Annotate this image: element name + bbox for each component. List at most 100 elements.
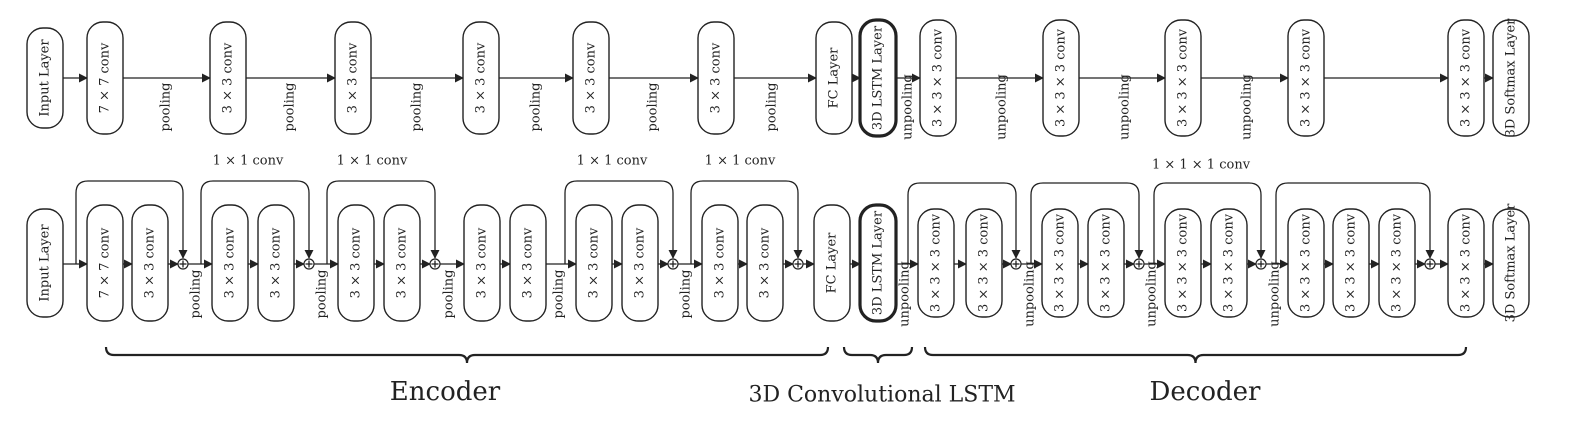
r2-unpooling-5: unpooling bbox=[898, 261, 913, 327]
r1-conv3x3-3 bbox=[462, 21, 500, 135]
r1-unpooling-8: unpooling bbox=[1118, 74, 1133, 140]
r2-conv333-9-label: 3 × 3 × 3 conv bbox=[1390, 213, 1405, 312]
r2-conv3x3-1 bbox=[131, 204, 169, 322]
layers bbox=[26, 18, 1530, 323]
r1-pooling-1: pooling bbox=[283, 83, 298, 132]
r1-conv333-4-label: 3 × 3 × 3 conv bbox=[1299, 28, 1314, 127]
r2-unpooling-6: unpooling bbox=[1023, 261, 1038, 327]
r2-conv1x1-label-1: 1 × 1 conv bbox=[337, 154, 408, 169]
r2-skip-0 bbox=[75, 180, 188, 264]
r2-unpooling-8: unpooling bbox=[1268, 261, 1283, 327]
r2-skip-4 bbox=[690, 180, 803, 264]
r2-conv3x3-11-label: 3 × 3 conv bbox=[758, 227, 773, 298]
r2-lstm-layer-label: 3D LSTM Layer bbox=[871, 210, 886, 315]
r1-conv333-1-label: 3 × 3 × 3 conv bbox=[931, 28, 946, 127]
r1-conv333-1 bbox=[919, 19, 957, 137]
r2-conv333-8 bbox=[1332, 208, 1370, 318]
r1-conv3x3-3-label: 3 × 3 conv bbox=[474, 42, 489, 113]
r2-conv3x3-8-label: 3 × 3 conv bbox=[587, 227, 602, 298]
r2-skip-1 bbox=[200, 180, 314, 264]
r2-add-4 bbox=[667, 258, 679, 270]
r2-add-6 bbox=[1010, 258, 1022, 270]
r2-conv333-2 bbox=[965, 208, 1003, 318]
r2-conv3x3-5-label: 3 × 3 conv bbox=[395, 227, 410, 298]
r1-unpooling-7: unpooling bbox=[995, 74, 1010, 140]
r2-skip-5 bbox=[907, 182, 1021, 264]
r2-conv333-6-label: 3 × 3 × 3 conv bbox=[1222, 213, 1237, 312]
r2-conv333-4 bbox=[1087, 208, 1125, 318]
r2-skip-3 bbox=[564, 180, 678, 264]
r2-conv3x3-10-label: 3 × 3 conv bbox=[713, 227, 728, 298]
r2-conv333-4-label: 3 × 3 × 3 conv bbox=[1099, 213, 1114, 312]
r1-softmax-layer-label: 3D Softmax Layer bbox=[1504, 18, 1519, 138]
r1-conv333-2-label: 3 × 3 × 3 conv bbox=[1054, 28, 1069, 127]
r1-conv3x3-1 bbox=[209, 21, 247, 135]
r2-conv1x1-label-0: 1 × 1 conv bbox=[213, 154, 284, 169]
r1-lstm-layer-label: 3D LSTM Layer bbox=[871, 25, 886, 130]
r2-conv7x7-label: 7 × 7 conv bbox=[98, 227, 113, 298]
r2-pooling-0: pooling bbox=[189, 270, 204, 319]
r1-conv3x3-2 bbox=[334, 21, 372, 135]
r2-pooling-1: pooling bbox=[315, 270, 330, 319]
r1-conv7x7-label: 7 × 7 conv bbox=[98, 42, 113, 113]
r2-pooling-2: pooling bbox=[442, 270, 457, 319]
encoder-brace bbox=[104, 346, 830, 364]
r2-conv333-10-label: 3 × 3 × 3 conv bbox=[1459, 213, 1474, 312]
r2-input-layer-label: Input Layer bbox=[38, 224, 53, 302]
r1-conv333-3 bbox=[1164, 19, 1202, 137]
r2-conv333-9 bbox=[1378, 208, 1416, 318]
r2-conv3x3-6-label: 3 × 3 conv bbox=[475, 227, 490, 298]
r2-conv333-7 bbox=[1287, 208, 1325, 318]
r1-conv3x3-5 bbox=[697, 21, 735, 135]
r2-conv3x3-6 bbox=[463, 204, 501, 322]
r1-pooling-5: pooling bbox=[765, 83, 780, 132]
r2-fc-layer-label: FC Layer bbox=[825, 232, 840, 294]
r2-conv333-2-label: 3 × 3 × 3 conv bbox=[977, 213, 992, 312]
r1-conv333-5-label: 3 × 3 × 3 conv bbox=[1459, 28, 1474, 127]
r2-add-8 bbox=[1255, 258, 1267, 270]
r2-conv3x3-8 bbox=[575, 204, 613, 322]
r2-conv3x3-11 bbox=[746, 204, 784, 322]
r2-input-layer bbox=[26, 208, 64, 318]
r2-conv3x3-5 bbox=[383, 204, 421, 322]
r2-pooling-3: pooling bbox=[552, 270, 567, 319]
r2-conv333-6 bbox=[1210, 208, 1248, 318]
r1-softmax-layer bbox=[1492, 19, 1530, 137]
r2-conv3x3-1-label: 3 × 3 conv bbox=[143, 227, 158, 298]
r2-unpooling-7: unpooling bbox=[1145, 261, 1160, 327]
r2-conv333-8-label: 3 × 3 × 3 conv bbox=[1344, 213, 1359, 312]
r2-conv3x3-7 bbox=[509, 204, 547, 322]
r1-conv3x3-4 bbox=[572, 21, 610, 135]
r2-pooling-4: pooling bbox=[679, 270, 694, 319]
connections bbox=[63, 73, 1494, 364]
r1-pooling-3: pooling bbox=[529, 83, 544, 132]
r2-conv3x3-4 bbox=[337, 204, 375, 322]
r1-conv333-2 bbox=[1042, 19, 1080, 137]
r2-conv3x3-2-label: 3 × 3 conv bbox=[223, 227, 238, 298]
r2-add-1 bbox=[177, 258, 189, 270]
r1-unpooling-6: unpooling bbox=[901, 74, 916, 140]
r1-conv7x7 bbox=[86, 21, 124, 135]
r2-add-9 bbox=[1424, 258, 1436, 270]
r2-conv3x3-4-label: 3 × 3 conv bbox=[349, 227, 364, 298]
r1-lstm-layer bbox=[858, 18, 898, 138]
r1-fc-layer-label: FC Layer bbox=[827, 47, 842, 109]
r2-skip-2 bbox=[326, 180, 440, 264]
r2-conv1x1x1-label: 1 × 1 × 1 conv bbox=[1152, 158, 1251, 173]
encoder-caption: Encoder bbox=[390, 377, 501, 407]
r2-conv3x3-10 bbox=[701, 204, 739, 322]
r2-conv333-1-label: 3 × 3 × 3 conv bbox=[929, 213, 944, 312]
r1-conv3x3-1-label: 3 × 3 conv bbox=[221, 42, 236, 113]
r2-conv7x7 bbox=[86, 204, 124, 322]
r2-add-5 bbox=[792, 258, 804, 270]
r2-conv3x3-9-label: 3 × 3 conv bbox=[633, 227, 648, 298]
r2-conv333-1 bbox=[917, 208, 955, 318]
r2-fc-layer bbox=[813, 204, 851, 322]
r2-conv333-10 bbox=[1447, 208, 1485, 318]
r1-conv333-3-label: 3 × 3 × 3 conv bbox=[1176, 28, 1191, 127]
decoder-caption: Decoder bbox=[1150, 377, 1261, 407]
r1-conv333-5 bbox=[1447, 19, 1485, 137]
r1-input-layer bbox=[26, 27, 64, 129]
r2-skip-6 bbox=[1030, 182, 1144, 264]
